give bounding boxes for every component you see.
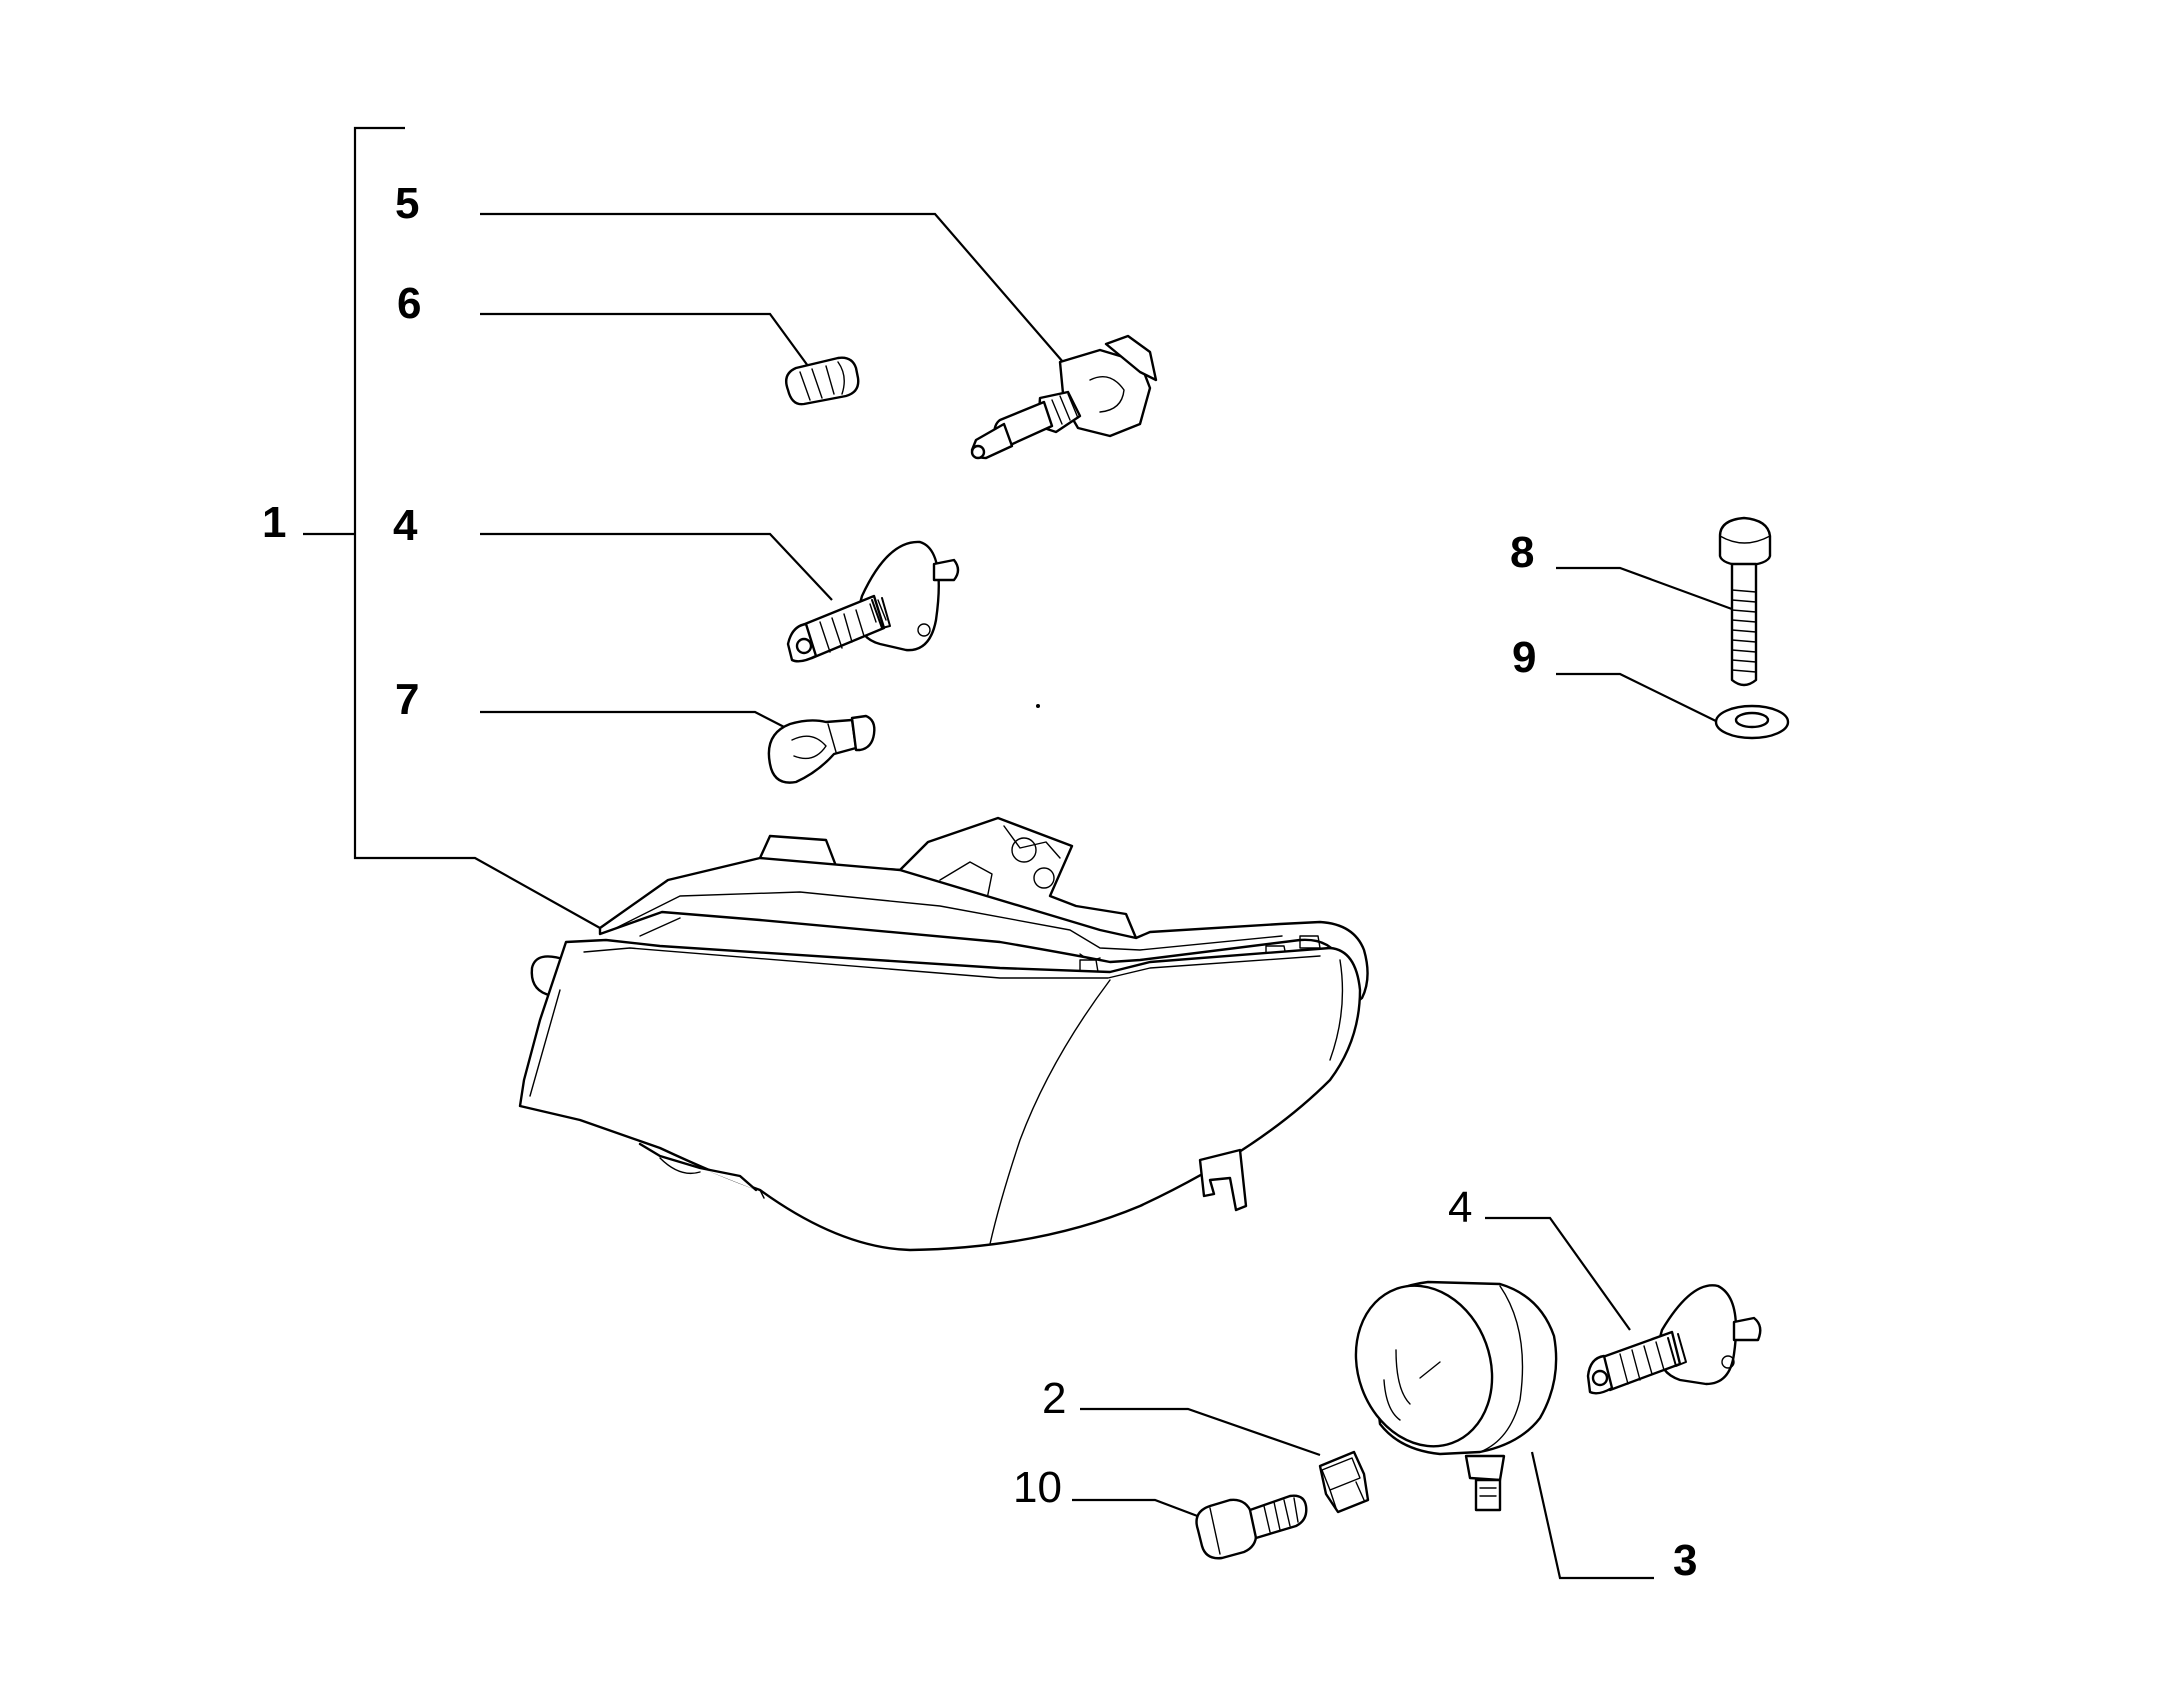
- bulb-h1-icon: [786, 540, 960, 663]
- headlamp-assembly-icon: [518, 816, 1369, 1252]
- washer-icon: [1714, 704, 1790, 740]
- callout-5: 5: [395, 179, 419, 228]
- leader-7: [480, 710, 791, 731]
- callout-7: 7: [395, 675, 419, 724]
- leader-8: [1556, 566, 1741, 614]
- bulb-h1-fog-icon: [1586, 1284, 1762, 1395]
- group-1-bracket: [303, 126, 601, 929]
- leader-6: [480, 312, 809, 367]
- leader-lines: [480, 212, 1741, 1580]
- callout-8: 8: [1510, 528, 1534, 577]
- leader-2: [1080, 1407, 1321, 1457]
- leader-10: [1072, 1498, 1209, 1522]
- callout-4-foglamp: 4: [1448, 1183, 1472, 1232]
- leader-3: [1530, 1451, 1654, 1580]
- callout-2: 2: [1042, 1374, 1066, 1423]
- leader-4-foglamp: [1485, 1216, 1631, 1331]
- leader-9: [1556, 672, 1723, 725]
- callout-3: 3: [1673, 1536, 1697, 1585]
- bulb-py21w-icon: [767, 714, 876, 784]
- screw-icon: [1718, 516, 1772, 687]
- bulb-w5w-icon: [785, 356, 860, 406]
- callout-9: 9: [1512, 633, 1536, 682]
- callout-6: 6: [397, 279, 421, 328]
- callout-1: 1: [262, 498, 286, 547]
- callout-4-headlamp: 4: [393, 501, 418, 550]
- stray-mark: [1036, 704, 1040, 708]
- clip-icon: [1318, 1450, 1370, 1514]
- bolt-icon: [1195, 1494, 1308, 1560]
- fog-lamp-icon: [1354, 1280, 1558, 1512]
- callout-10: 10: [1013, 1463, 1062, 1512]
- leader-5: [480, 212, 1064, 363]
- leader-4-headlamp: [480, 532, 833, 601]
- bulb-h7-icon: [970, 334, 1158, 460]
